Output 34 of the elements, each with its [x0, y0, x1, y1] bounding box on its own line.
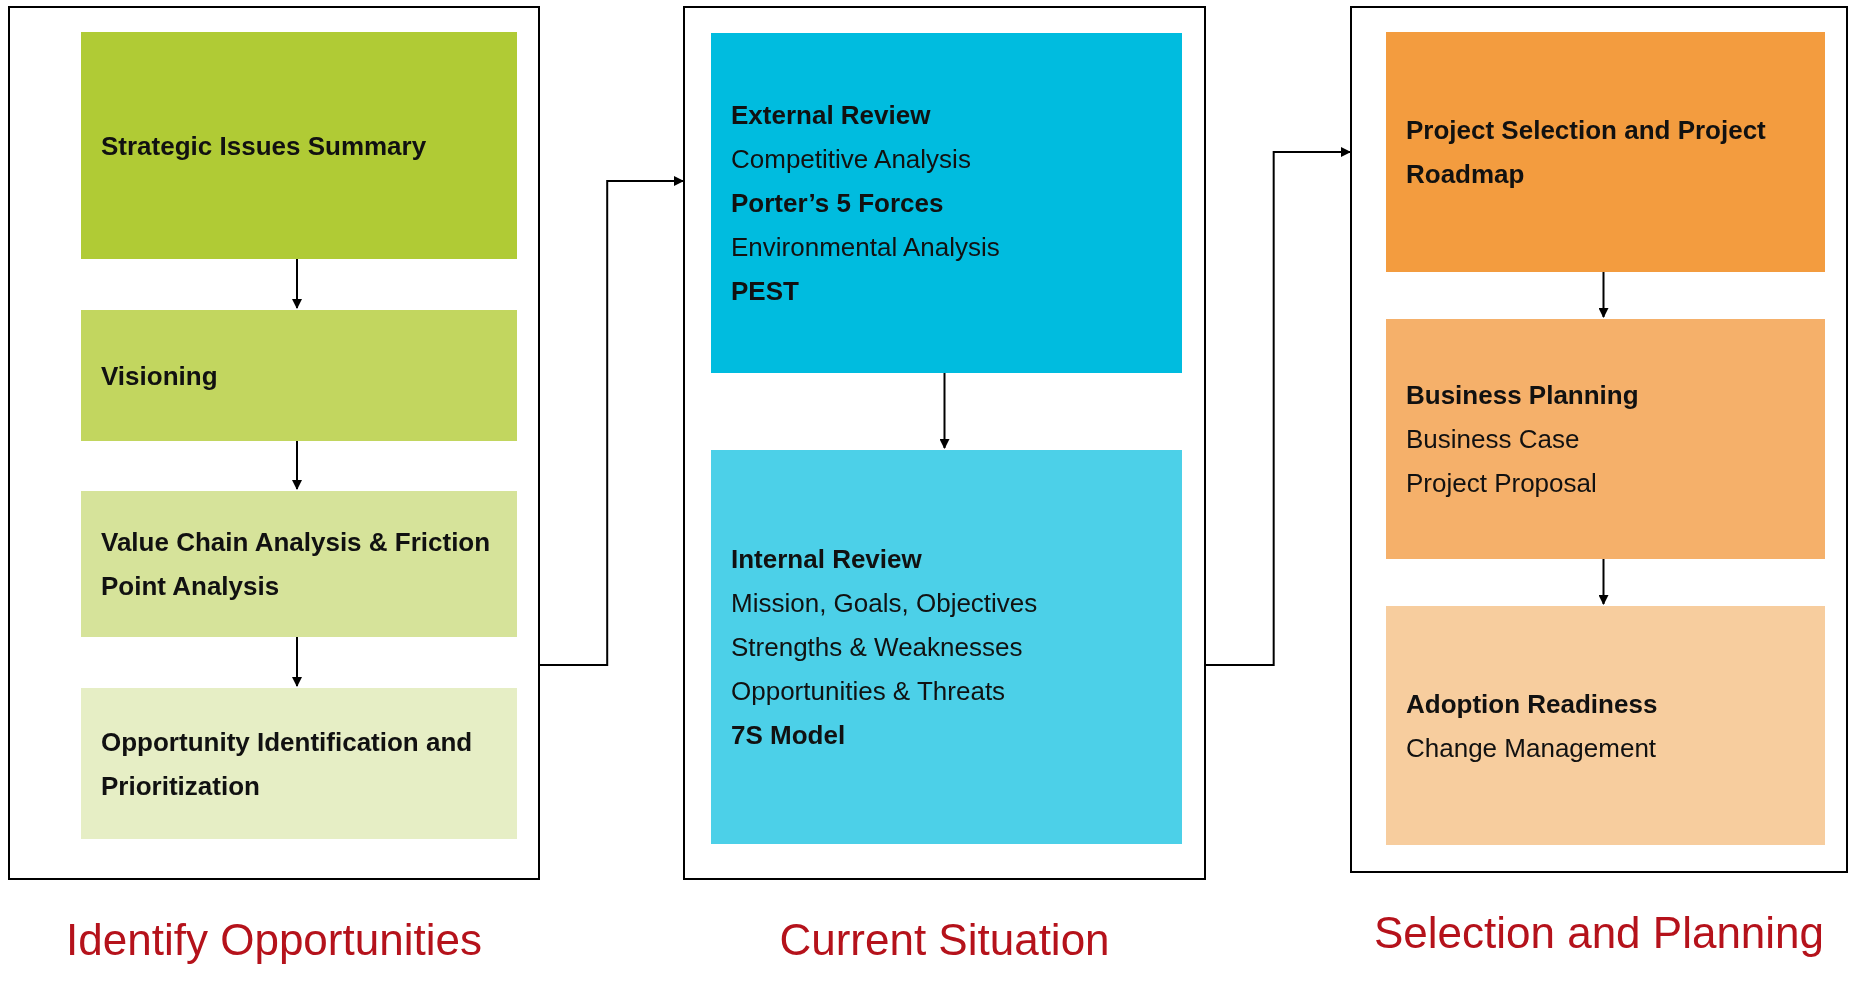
step-text: Project Selection and Project Roadmap: [1406, 114, 1767, 191]
panel-title: Selection and Planning: [1373, 907, 1825, 959]
step-box: [711, 33, 1182, 373]
panel-title: Identify Opportunities: [66, 914, 482, 966]
step-box: [711, 450, 1182, 844]
step-text: Competitive Analysis: [731, 143, 972, 176]
step-box: [81, 688, 517, 839]
step-text: Business Planning: [1406, 379, 1640, 412]
arrow: [1205, 147, 1351, 666]
step-text: Porter’s 5 Forces: [731, 187, 945, 220]
step-box: [1386, 32, 1825, 272]
step-text: Opportunities & Threats: [731, 675, 1007, 708]
step-text: Strategic Issues Summary: [101, 129, 428, 163]
step-text: Environmental Analysis: [731, 231, 1001, 264]
step-text: Internal Review: [731, 543, 923, 576]
step-text: Opportunity Identification and Prioritization: [101, 725, 474, 803]
arrow: [539, 176, 684, 666]
step-box: [81, 310, 517, 441]
step-text: PEST: [731, 275, 800, 308]
step-text: Adoption Readiness: [1406, 687, 1659, 721]
step-text: Business Case: [1406, 423, 1581, 456]
step-box: [81, 491, 517, 637]
step-text: Project Proposal: [1406, 467, 1598, 500]
step-box: [1386, 319, 1825, 559]
step-text: 7S Model: [731, 719, 847, 752]
step-box: [81, 32, 517, 259]
step-text: Value Chain Analysis & Friction Point Analysis: [101, 526, 492, 603]
step-text: Visioning: [101, 359, 219, 393]
step-text: Strengths & Weaknesses: [731, 631, 1024, 664]
step-box: [1386, 606, 1825, 845]
step-text: Mission, Goals, Objectives: [731, 587, 1039, 620]
step-text: Change Management: [1406, 731, 1658, 765]
panel-title: Current Situation: [779, 914, 1110, 966]
step-text: External Review: [731, 99, 932, 132]
